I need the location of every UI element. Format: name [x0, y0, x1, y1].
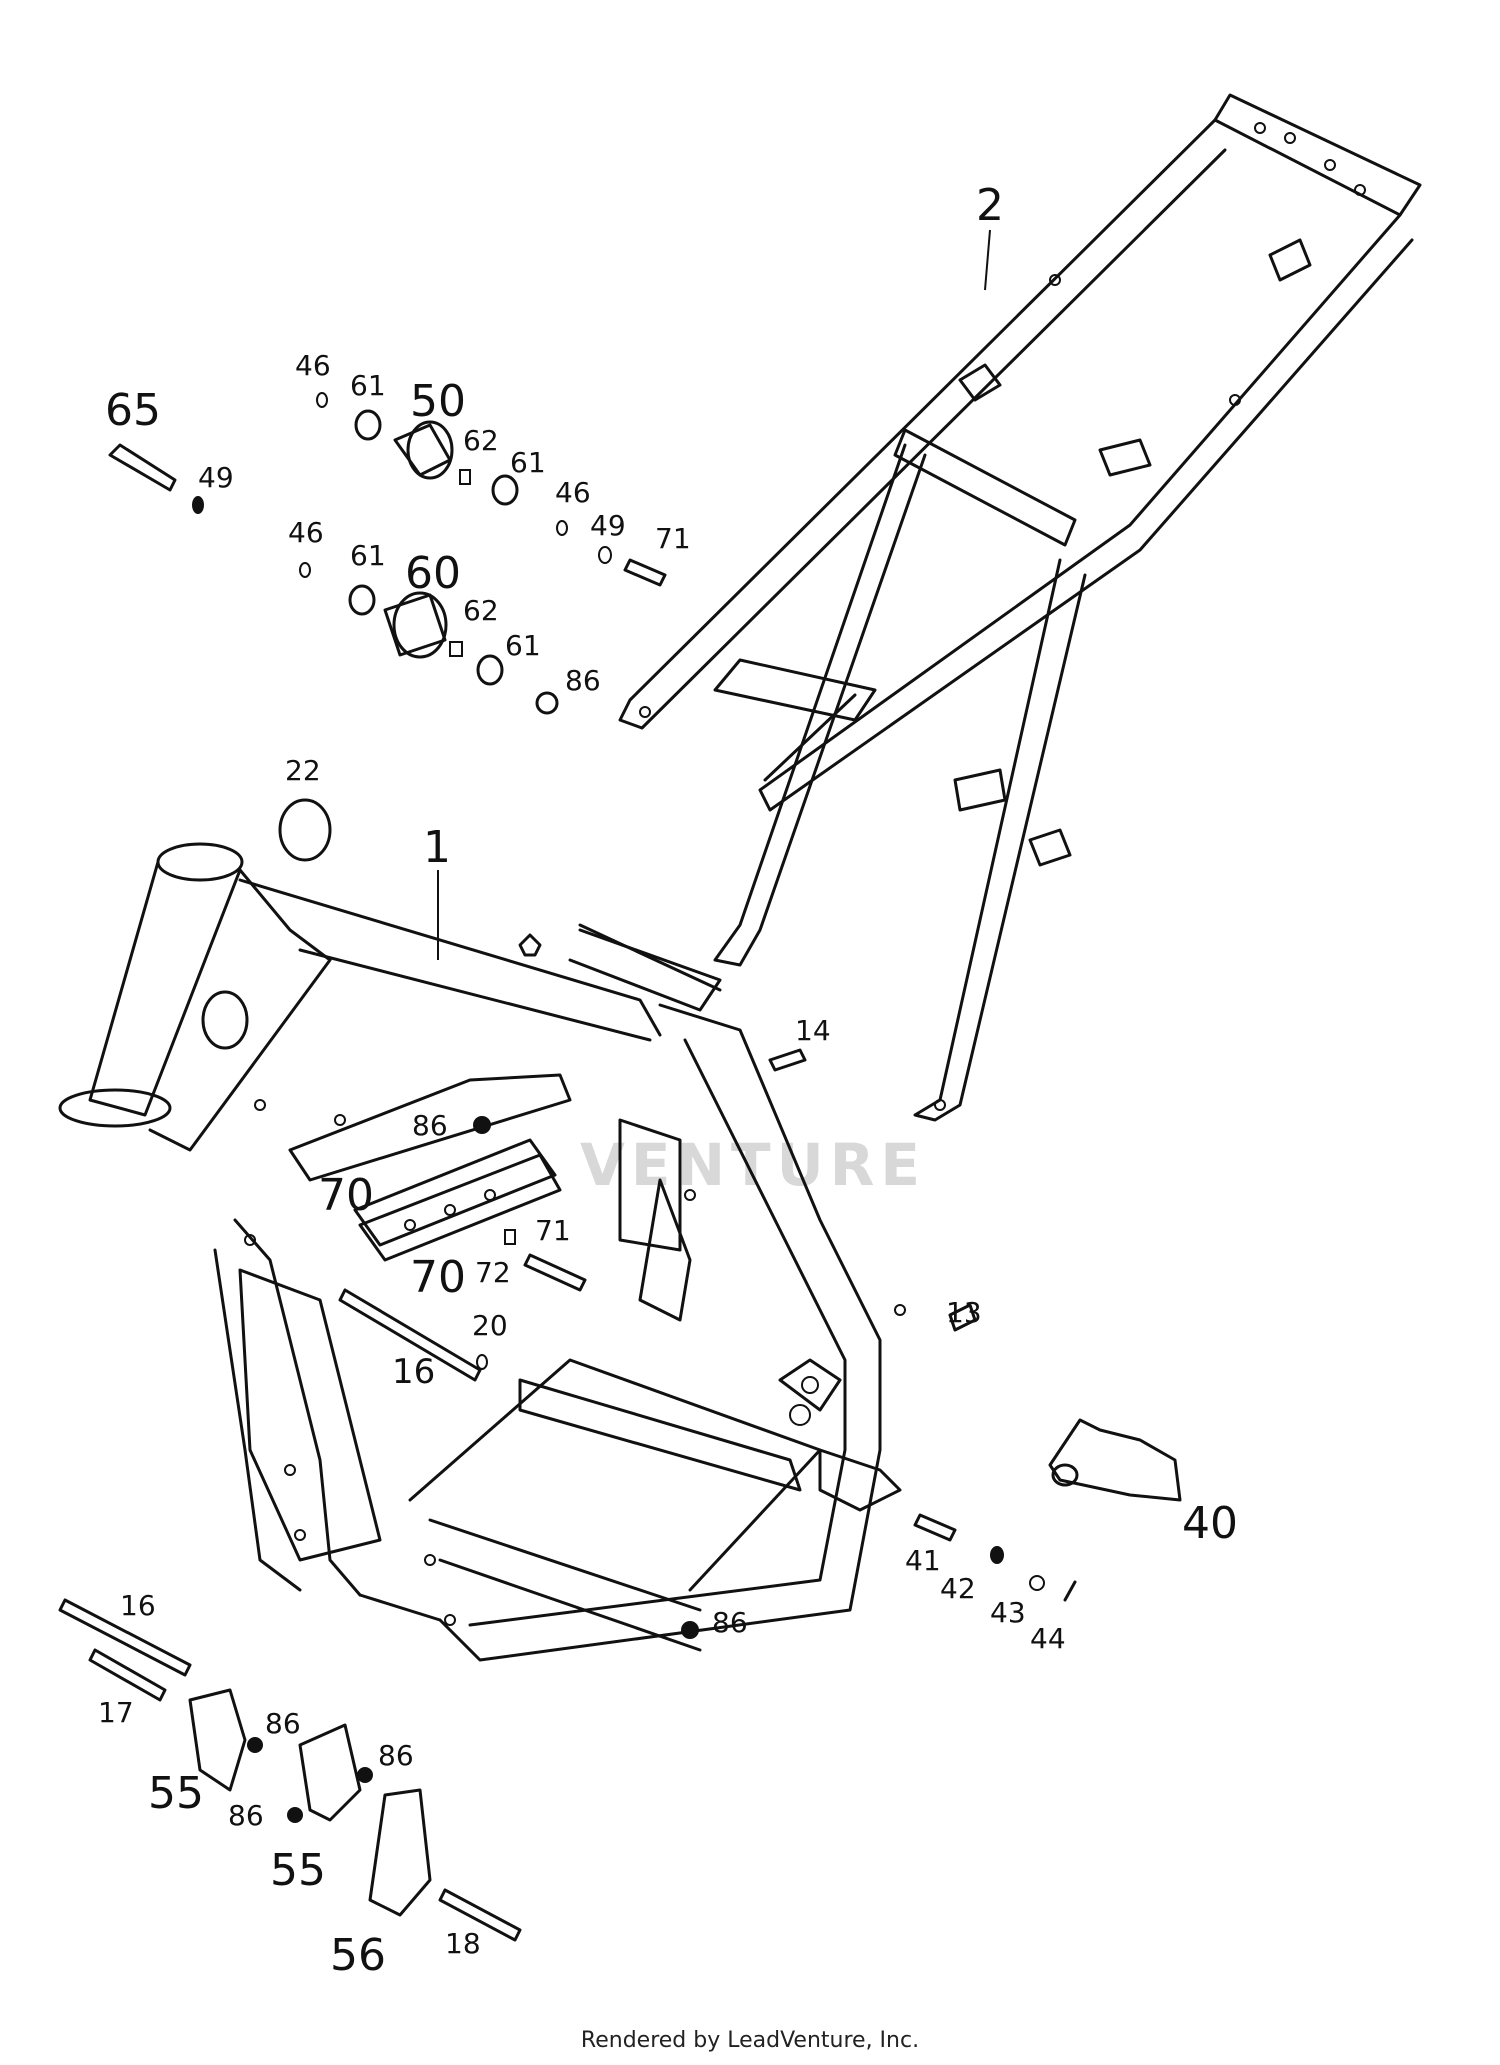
- label-part-56: 56: [330, 1930, 386, 1981]
- label-part-20: 20: [472, 1309, 508, 1342]
- label-part-16-lower: 16: [120, 1589, 156, 1622]
- label-part-16-upper: 16: [392, 1352, 435, 1392]
- label-part-86-d: 86: [265, 1707, 301, 1740]
- label-part-2: 2: [976, 180, 1004, 231]
- label-part-55-b: 55: [270, 1845, 326, 1896]
- label-part-17: 17: [98, 1696, 134, 1729]
- label-part-1: 1: [423, 822, 451, 873]
- label-part-61-b: 61: [510, 446, 546, 479]
- label-part-41: 41: [905, 1544, 941, 1577]
- label-part-49-b: 49: [590, 509, 626, 542]
- part-labels: 1 2 13 14 16 16 17 18 20 22 40 41 42 43 …: [98, 180, 1238, 1981]
- footpeg-assembly: [913, 1418, 1182, 1602]
- label-part-70-b: 70: [410, 1252, 466, 1303]
- label-part-86-e: 86: [378, 1739, 414, 1772]
- label-part-46-b: 46: [555, 476, 591, 509]
- label-part-70-a: 70: [318, 1170, 374, 1221]
- label-part-62-b: 62: [463, 594, 499, 627]
- label-part-55-a: 55: [148, 1768, 204, 1819]
- label-part-61-d: 61: [505, 629, 541, 662]
- label-part-46-a: 46: [295, 349, 331, 382]
- label-part-46-c: 46: [288, 516, 324, 549]
- main-frame: [58, 842, 906, 1662]
- label-part-72: 72: [475, 1256, 511, 1289]
- label-part-86-a: 86: [565, 664, 601, 697]
- label-part-60: 60: [405, 548, 461, 599]
- label-part-50: 50: [410, 376, 466, 427]
- label-part-14: 14: [795, 1014, 831, 1047]
- label-part-61-c: 61: [350, 539, 386, 572]
- label-part-65: 65: [105, 385, 161, 436]
- label-part-62-a: 62: [463, 424, 499, 457]
- steering-ring: [278, 798, 332, 862]
- label-part-13: 13: [946, 1296, 982, 1329]
- label-part-86-b: 86: [412, 1109, 448, 1142]
- label-part-71-a: 71: [655, 522, 691, 555]
- engine-mount-plates: [338, 1048, 977, 1382]
- lower-mount-bushings: [299, 562, 559, 715]
- lower-brackets: [58, 1598, 699, 1942]
- label-part-71-b: 71: [535, 1214, 571, 1247]
- label-part-86-c: 86: [712, 1606, 748, 1639]
- label-part-44: 44: [1030, 1622, 1066, 1655]
- label-part-40: 40: [1182, 1498, 1238, 1549]
- label-part-43: 43: [990, 1596, 1026, 1629]
- footer-credit: Rendered by LeadVenture, Inc.: [580, 2028, 920, 2053]
- label-part-18: 18: [445, 1927, 481, 1960]
- watermark-text: VENTURE: [580, 1131, 926, 1199]
- leader-lines: [437, 229, 991, 960]
- label-part-22: 22: [285, 754, 321, 787]
- upper-mount-bushings: [108, 392, 667, 587]
- label-part-49-a: 49: [198, 461, 234, 494]
- label-part-86-f: 86: [228, 1799, 264, 1832]
- label-part-42: 42: [940, 1572, 976, 1605]
- rear-subframe: [618, 93, 1422, 1122]
- label-part-61-a: 61: [350, 369, 386, 402]
